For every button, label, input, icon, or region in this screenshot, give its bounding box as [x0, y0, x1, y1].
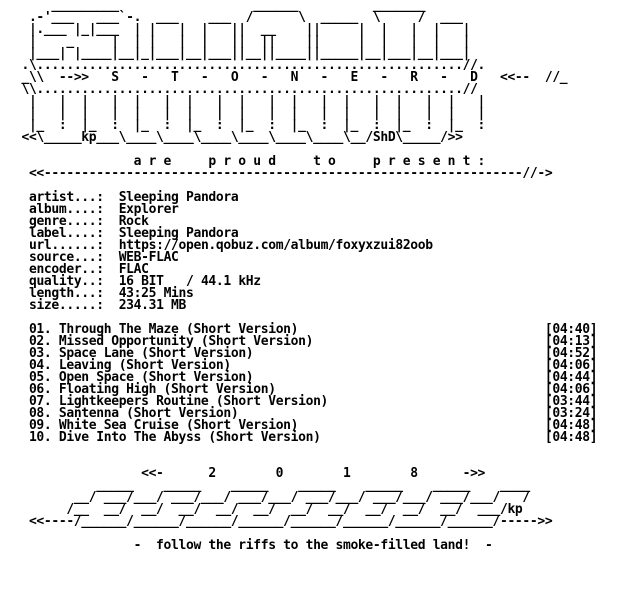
track-number: 10. — [14, 430, 59, 445]
info-value: Explorer — [118, 202, 179, 217]
info-key: source...: — [28, 250, 119, 265]
presents-line: a r e p r o u d t o p r e s e n t : — [14, 154, 486, 169]
header-art-line: |___| |____|__|_|___|__|___||__||____||_… — [14, 46, 471, 61]
footer-art-line: <<----/______/______/______/______/_____… — [14, 514, 553, 529]
track-number: 08. — [14, 406, 59, 421]
track-duration: [04:13] — [544, 334, 598, 349]
track-row: 06. Floating High (Short Version) [04:06… — [14, 382, 624, 397]
track-row: 01. Through The Maze (Short Version) [04… — [14, 322, 624, 337]
footer-art-line: <<- 2 0 1 8 ->> — [14, 466, 486, 481]
info-row: source...: WEB-FLAC — [14, 250, 624, 265]
info-row: encoder..: FLAC — [14, 262, 624, 277]
info-key: quality..: — [28, 274, 119, 289]
track-title: White Sea Cruise (Short Version) — [58, 418, 545, 433]
track-duration: [04:48] — [544, 430, 598, 445]
header-art-line: .\......................................… — [14, 58, 486, 73]
track-number: 09. — [14, 418, 59, 433]
track-duration: [03:44] — [544, 394, 598, 409]
track-row: 05. Open Space (Short Version) [04:44] — [14, 370, 624, 385]
track-title: Through The Maze (Short Version) — [58, 322, 545, 337]
track-title: Santenna (Short Version) — [58, 406, 545, 421]
info-value: 234.31 MB — [118, 298, 187, 313]
track-row: 08. Santenna (Short Version) [03:24] — [14, 406, 624, 421]
header-art-line: _________ ______ _______ — [14, 0, 426, 13]
header-art-line: | _ | | | | | || || || | | | | | — [14, 34, 471, 49]
track-title: Space Lane (Short Version) — [58, 346, 545, 361]
presents-rule: <<--------------------------------------… — [14, 166, 553, 181]
info-value: Sleeping Pandora — [118, 190, 239, 205]
footer-ascii-art: <<- 2 0 1 8 ->> _____ _____ _____ _____ … — [14, 466, 624, 529]
info-value: WEB-FLAC — [118, 250, 179, 265]
track-duration: [04:06] — [544, 382, 598, 397]
info-key: size.....: — [28, 298, 119, 313]
track-title: Missed Opportunity (Short Version) — [58, 334, 545, 349]
track-row: 07. Lightkeepers Routine (Short Version)… — [14, 394, 624, 409]
track-number: 03. — [14, 346, 59, 361]
info-row: genre....: Rock — [14, 214, 624, 229]
info-row: quality..: 16 BIT / 44.1 kHz — [14, 274, 624, 289]
track-number: 01. — [14, 322, 59, 337]
info-value: FLAC — [118, 262, 149, 277]
track-number: 06. — [14, 382, 59, 397]
nfo-text-block: _________ ______ _______ .-'___ ___`-. _… — [14, 0, 624, 553]
info-key: genre....: — [28, 214, 119, 229]
track-number: 07. — [14, 394, 59, 409]
track-title: Dive Into The Abyss (Short Version) — [58, 430, 545, 445]
info-row: size.....: 234.31 MB — [14, 298, 624, 313]
release-info: artist...: Sleeping Pandora album....: E… — [14, 190, 624, 313]
track-duration: [04:44] — [544, 370, 598, 385]
track-duration: [04:48] — [544, 418, 598, 433]
footer-art-line: /__ __/ __/ __/ __/ __/ __/ __/ __/ __/ … — [14, 502, 523, 517]
info-row: url......: https://open.qobuz.com/album/… — [14, 238, 624, 253]
track-row: 04. Leaving (Short Version) [04:06] — [14, 358, 624, 373]
track-number: 02. — [14, 334, 59, 349]
track-duration: [03:24] — [544, 406, 598, 421]
track-row: 03. Space Lane (Short Version) [04:52] — [14, 346, 624, 361]
info-value: https://open.qobuz.com/album/foxyxzui82o… — [118, 238, 433, 253]
tagline: - follow the riffs to the smoke-filled l… — [14, 538, 493, 553]
header-art-line: | | | | | | | | | | | | | | | | | | — [14, 106, 486, 121]
track-number: 05. — [14, 370, 59, 385]
info-value: 43:25 Mins — [118, 286, 194, 301]
info-value: 16 BIT / 44.1 kHz — [118, 274, 261, 289]
header-art-line: \\......................................… — [14, 82, 478, 97]
track-duration: [04:06] — [544, 358, 598, 373]
track-title: Floating High (Short Version) — [58, 382, 545, 397]
tracklist: 01. Through The Maze (Short Version) [04… — [14, 322, 624, 445]
track-duration: [04:40] — [544, 322, 598, 337]
info-key: artist...: — [28, 190, 119, 205]
info-key: url......: — [28, 238, 119, 253]
footer-art-line: __/ ___/___/ ___/___/ ___/___/ ___/___/ … — [14, 490, 530, 505]
info-value: Rock — [118, 214, 149, 229]
info-row: album....: Explorer — [14, 202, 624, 217]
track-title: Leaving (Short Version) — [58, 358, 545, 373]
header-art-line: |_ : |_ : |_ : |_ : |_ : |_ : |_ : |_ : … — [14, 118, 486, 133]
header-art-line: <<\_____kp___\____\____\____\____\____\_… — [14, 130, 463, 145]
info-key: album....: — [28, 202, 119, 217]
header-ascii-art: _________ ______ _______ .-'___ ___`-. _… — [14, 0, 624, 144]
track-row: 02. Missed Opportunity (Short Version) [… — [14, 334, 624, 349]
track-number: 04. — [14, 358, 59, 373]
footer-art-line: _____ _____ _____ _____ _____ _____ ____ — [14, 478, 530, 493]
info-key: label....: — [28, 226, 119, 241]
info-row: artist...: Sleeping Pandora — [14, 190, 624, 205]
header-art-line: | | | | | | | | | | | | | | | | | | — [14, 94, 486, 109]
info-key: length...: — [28, 286, 119, 301]
info-value: Sleeping Pandora — [118, 226, 239, 241]
track-duration: [04:52] — [544, 346, 598, 361]
header-art-line: _\\ -->> S - T - O - N - E - R - D <<-- … — [14, 70, 568, 85]
info-key: encoder..: — [28, 262, 119, 277]
info-row: label....: Sleeping Pandora — [14, 226, 624, 241]
header-art-line: .-'___ ___`-. ___ ___ / \ _____ \ / ___ — [14, 10, 463, 25]
track-title: Lightkeepers Routine (Short Version) — [58, 394, 545, 409]
track-row: 10. Dive Into The Abyss (Short Version) … — [14, 430, 624, 445]
header-art-line: |.___ |_|___ | | | | || __ || | | | | | — [14, 22, 471, 37]
track-row: 09. White Sea Cruise (Short Version) [04… — [14, 418, 624, 433]
track-title: Open Space (Short Version) — [58, 370, 545, 385]
info-row: length...: 43:25 Mins — [14, 286, 624, 301]
